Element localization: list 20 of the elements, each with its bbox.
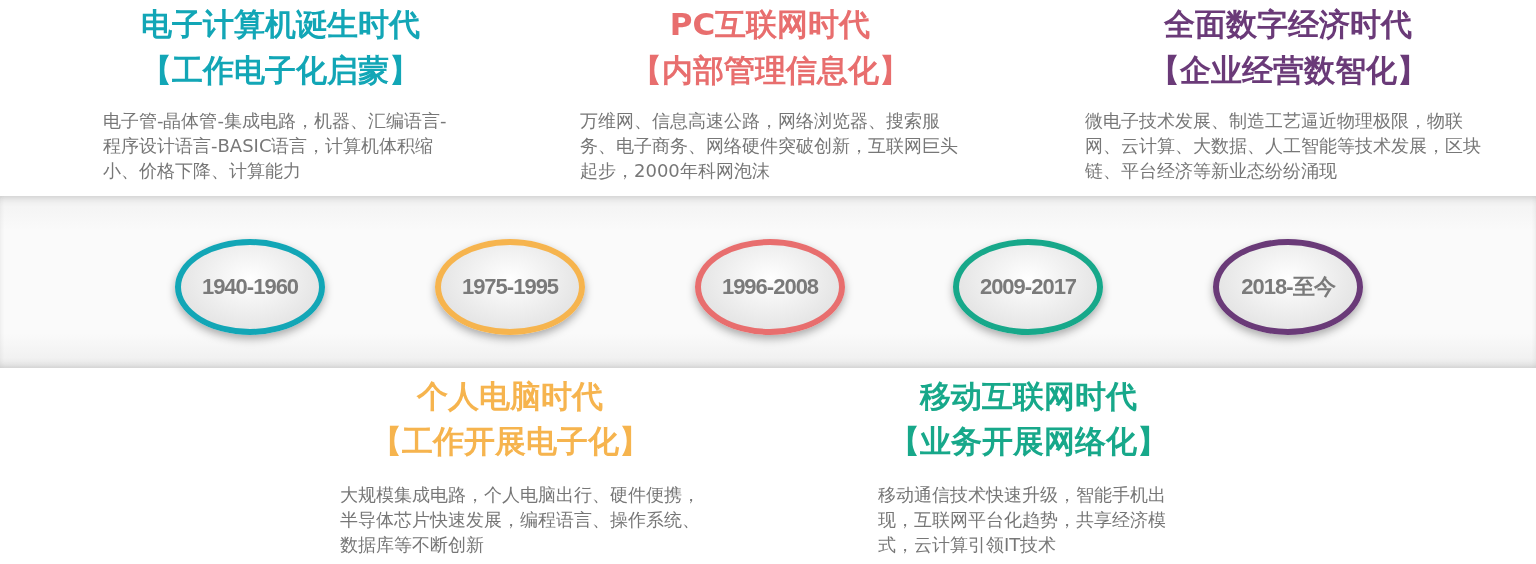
era-title: 电子计算机诞生时代 — [140, 5, 420, 44]
era-description: 大规模集成电路，个人电脑出行、硬件便携，半导体芯片快速发展，编程语言、操作系统、数据库等不断创新 — [340, 483, 701, 557]
year-label: 1996-2008 — [721, 274, 819, 300]
era-subtitle: 【工作电子化启蒙】 — [140, 51, 420, 90]
era-title: 移动互联网时代 — [919, 377, 1137, 416]
era-title: PC互联网时代 — [669, 5, 871, 44]
era-title: 个人电脑时代 — [417, 377, 603, 416]
year-label: 1975-1995 — [461, 274, 559, 300]
era-description: 电子管-晶体管-集成电路，机器、汇编语言-程序设计语言-BASIC语言，计算机体积缩小、价格下降、计算能力 — [103, 109, 448, 183]
year-label: 2018-至今 — [1241, 273, 1335, 301]
era-title: 全面数字经济时代 — [1164, 5, 1412, 44]
era-description: 万维网、信息高速公路，网络浏览器、搜索服务、电子商务、网络硬件突破创新，互联网巨头起步，2000年科网泡沫 — [580, 109, 959, 183]
year-label: 2009-2017 — [979, 274, 1077, 300]
era-subtitle: 【企业经营数智化】 — [1148, 51, 1428, 90]
era-subtitle: 【内部管理信息化】 — [630, 51, 910, 90]
year-label: 1940-1960 — [201, 274, 299, 300]
era-subtitle: 【工作开展电子化】 — [370, 422, 650, 461]
era-description: 移动通信技术快速升级，智能手机出现，互联网平台化趋势，共享经济模式，云计算引领IT技术 — [878, 483, 1167, 557]
era-subtitle: 【业务开展网络化】 — [888, 422, 1168, 461]
era-description: 微电子技术发展、制造工艺逼近物理极限，物联网、云计算、大数据、人工智能等技术发展，区块链、平台经济等新业态纷纷涌现 — [1085, 109, 1482, 183]
